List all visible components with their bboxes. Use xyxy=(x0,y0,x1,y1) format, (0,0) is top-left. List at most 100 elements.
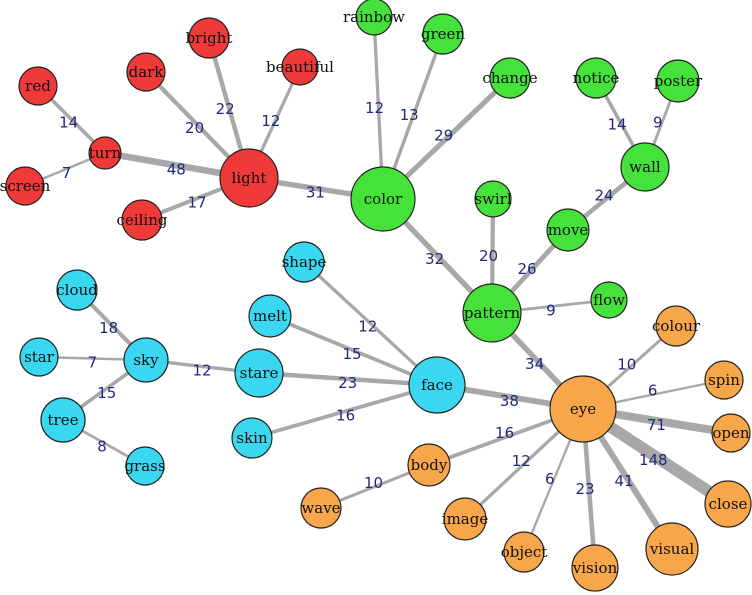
node-poster: poster xyxy=(654,59,703,103)
node-circle-poster xyxy=(656,59,700,103)
node-cloud: cloud xyxy=(56,269,98,311)
node-circle-green xyxy=(422,13,464,55)
edge-weight-eye-open: 71 xyxy=(647,416,666,434)
node-label-visual: visual xyxy=(649,540,695,558)
edge-weight-wall-move: 24 xyxy=(594,186,613,204)
node-star: star xyxy=(19,337,59,377)
node-label-skin: skin xyxy=(236,429,268,447)
edge-weight-bright-light: 22 xyxy=(216,100,235,118)
node-swirl: swirl xyxy=(474,180,512,218)
node-label-wall: wall xyxy=(629,158,661,176)
node-circle-vision xyxy=(571,544,619,592)
node-notice: notice xyxy=(573,57,620,99)
node-circle-change xyxy=(489,57,531,99)
node-circle-close xyxy=(704,480,752,528)
edge-weight-screen-turn: 7 xyxy=(62,164,72,182)
node-circle-tree xyxy=(40,397,86,443)
node-circle-wave xyxy=(300,487,342,529)
node-tree: tree xyxy=(40,397,86,443)
edge-weight-turn-light: 48 xyxy=(167,160,186,178)
node-color: color xyxy=(350,166,416,232)
node-label-beautiful: beautiful xyxy=(266,58,334,76)
node-label-open: open xyxy=(712,424,750,442)
edge-weight-move-pattern: 26 xyxy=(517,260,536,278)
edge-weight-melt-face: 15 xyxy=(342,345,361,363)
edge-weight-dark-light: 20 xyxy=(185,119,204,137)
node-label-poster: poster xyxy=(654,72,703,90)
node-body: body xyxy=(407,443,451,487)
node-circle-sky xyxy=(123,337,169,383)
node-skin: skin xyxy=(231,417,273,459)
node-melt: melt xyxy=(248,294,292,338)
node-eye: eye xyxy=(549,375,617,443)
edge-weight-poster-wall: 9 xyxy=(653,114,663,132)
node-label-screen: screen xyxy=(0,177,51,195)
node-spin: spin xyxy=(704,360,744,400)
node-circle-image xyxy=(443,497,487,541)
node-circle-visual xyxy=(645,522,699,576)
edge-weight-change-color: 29 xyxy=(434,127,453,145)
node-label-bright: bright xyxy=(186,29,233,47)
node-label-close: close xyxy=(709,495,748,513)
edge-weight-tree-sky: 15 xyxy=(97,384,116,402)
edge-weight-beautiful-light: 12 xyxy=(261,112,280,130)
node-circle-skin xyxy=(231,417,273,459)
node-shape: shape xyxy=(282,241,327,283)
node-bright: bright xyxy=(186,17,233,59)
node-label-tree: tree xyxy=(48,411,79,429)
node-label-pattern: pattern xyxy=(464,304,521,322)
node-circle-grass xyxy=(125,446,165,486)
edge-weight-eye-object: 6 xyxy=(545,470,555,488)
node-face: face xyxy=(408,356,466,414)
node-label-green: green xyxy=(421,25,466,43)
node-circle-spin xyxy=(704,360,744,400)
node-circle-bright xyxy=(188,17,230,59)
node-change: change xyxy=(482,57,538,99)
node-circle-dark xyxy=(126,52,166,92)
edge-melt-face xyxy=(268,314,439,387)
node-label-color: color xyxy=(364,190,403,208)
node-circle-wall xyxy=(620,142,670,192)
node-circle-rainbow xyxy=(355,0,393,36)
node-label-rainbow: rainbow xyxy=(343,8,405,26)
node-label-body: body xyxy=(411,456,448,474)
edge-weight-eye-body: 16 xyxy=(495,424,514,442)
node-image: image xyxy=(442,497,489,541)
edge-weight-face-eye: 38 xyxy=(500,392,519,410)
node-label-object: object xyxy=(501,543,548,561)
node-circle-beautiful xyxy=(281,48,319,86)
node-rainbow: rainbow xyxy=(343,0,405,36)
node-label-face: face xyxy=(421,376,453,394)
node-circle-screen xyxy=(5,166,45,206)
node-label-stare: stare xyxy=(240,364,279,382)
node-label-star: star xyxy=(24,348,55,366)
node-circle-light xyxy=(219,148,279,208)
node-green: green xyxy=(421,13,466,55)
node-wave: wave xyxy=(300,487,342,529)
node-ceiling: ceiling xyxy=(117,199,168,241)
edge-weight-eye-image: 12 xyxy=(512,452,531,470)
node-colour: colour xyxy=(652,305,701,347)
node-pattern: pattern xyxy=(462,283,522,343)
edge-weight-notice-wall: 14 xyxy=(607,115,626,133)
edge-weight-pattern-flow: 9 xyxy=(546,302,556,320)
node-circle-move xyxy=(546,208,590,252)
node-circle-red xyxy=(18,66,58,106)
node-label-change: change xyxy=(482,69,537,87)
edge-weight-body-wave: 10 xyxy=(364,474,383,492)
edge-weight-stare-face: 23 xyxy=(338,374,357,392)
edge-weight-swirl-pattern: 20 xyxy=(479,247,498,265)
node-move: move xyxy=(546,208,590,252)
node-close: close xyxy=(704,480,752,528)
node-label-image: image xyxy=(442,510,489,528)
node-label-vision: vision xyxy=(572,559,618,577)
node-red: red xyxy=(18,66,58,106)
node-label-light: light xyxy=(232,169,267,187)
node-circle-stare xyxy=(234,348,284,398)
edge-weight-color-pattern: 32 xyxy=(425,250,444,268)
node-circle-shape xyxy=(283,241,325,283)
node-label-sky: sky xyxy=(133,351,159,369)
node-label-turn: turn xyxy=(89,144,122,162)
